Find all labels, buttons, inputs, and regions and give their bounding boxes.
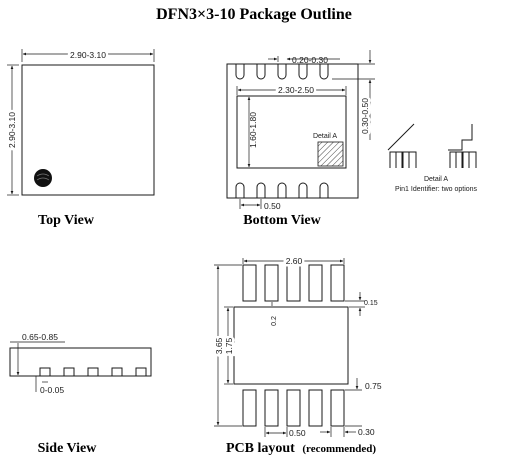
detail-a-label: Detail A bbox=[424, 176, 448, 183]
pcb-exposed-pad bbox=[233, 306, 349, 385]
epad-width-dim: 2.30-2.50 bbox=[278, 85, 314, 95]
pcb-epad-height-dim: 1.75 bbox=[224, 337, 234, 354]
epad-height-dim: 1.60-1.80 bbox=[248, 112, 258, 148]
side-view-standoff-dim: 0-0.05 bbox=[40, 385, 64, 395]
detail-a-hatch bbox=[317, 141, 344, 167]
bottom-view-top-pads bbox=[235, 64, 329, 80]
bottom-view-caption: Bottom View bbox=[243, 213, 321, 228]
pcb-layout-caption-main: PCB layout bbox=[226, 441, 295, 456]
side-view-caption: Side View bbox=[38, 441, 98, 456]
detail-a: Detail A Pin1 Identifier: two options bbox=[387, 123, 478, 193]
side-view-height-dim: 0.65-0.85 bbox=[22, 332, 58, 342]
pad-width-dim: 0.20-0.30 bbox=[292, 55, 328, 65]
pcb-top-pads bbox=[242, 264, 345, 302]
side-view: 0.65-0.85 0-0.05 Side View bbox=[9, 332, 152, 456]
top-view-body bbox=[21, 64, 155, 196]
top-view: 2.90-3.10 2.90-3.10 Top View bbox=[5, 48, 155, 228]
pcb-layout-caption: PCB layout (recommended) bbox=[226, 441, 376, 456]
side-view-body bbox=[9, 347, 152, 377]
pcb-layout: 2.60 0.15 0.2 3.65 1.75 0.75 0.50 bbox=[212, 254, 382, 457]
bottom-view-body bbox=[226, 63, 359, 199]
pcb-bottom-pads bbox=[242, 389, 345, 427]
pcb-layout-caption-note: (recommended) bbox=[302, 443, 376, 455]
pad-length-dim: 0.30-0.50 bbox=[360, 98, 370, 134]
top-view-caption: Top View bbox=[38, 213, 95, 228]
pcb-total-height-dim: 3.65 bbox=[214, 337, 224, 354]
detail-option-chamfer bbox=[387, 123, 415, 151]
pcb-gap-dim: 0.15 bbox=[364, 300, 378, 307]
detail-option-notch bbox=[448, 124, 473, 151]
page-title: DFN3×3-10 Package Outline bbox=[156, 6, 352, 23]
pcb-pad-width-dim: 0.30 bbox=[358, 427, 375, 437]
detail-a-note: Pin1 Identifier: two options bbox=[395, 186, 478, 193]
bottom-view-detail-label: Detail A bbox=[313, 133, 337, 140]
bottom-view-bottom-pads bbox=[235, 182, 329, 198]
pcb-width-dim: 2.60 bbox=[286, 256, 303, 266]
top-view-width-dim: 2.90-3.10 bbox=[70, 50, 106, 60]
exposed-pad bbox=[236, 95, 347, 169]
bottom-view: Detail A 0.20-0.30 2.30-2.50 1.60-1.80 0… bbox=[226, 50, 375, 228]
pcb-pad-gap-dim: 0.2 bbox=[271, 316, 278, 326]
pcb-pad-length-dim: 0.75 bbox=[365, 381, 382, 391]
pitch-dim: 0.50 bbox=[264, 201, 281, 211]
top-view-height-dim: 2.90-3.10 bbox=[7, 112, 17, 148]
pcb-pitch-dim: 0.50 bbox=[289, 428, 306, 438]
